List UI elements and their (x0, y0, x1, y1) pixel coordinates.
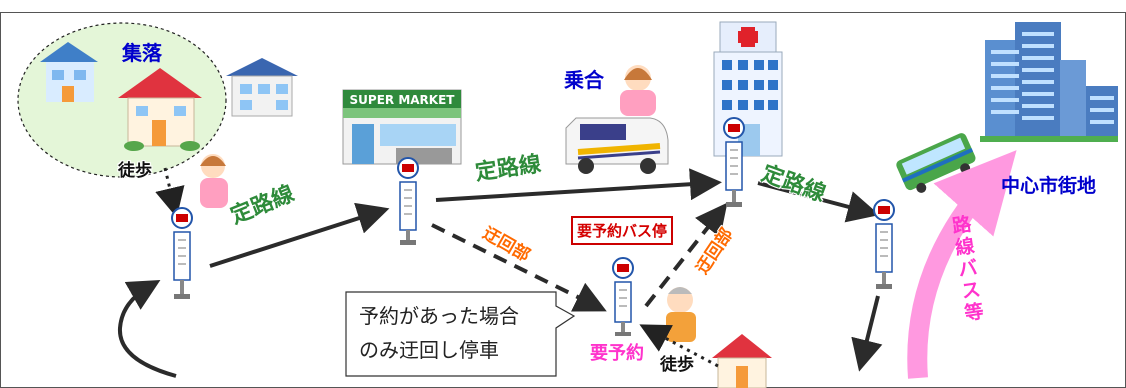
man-illustration (666, 287, 696, 342)
bus-stop-icon (171, 207, 193, 299)
walk-label: 徒歩 (660, 355, 694, 375)
callout-box: 予約があった場合 のみ迂回し停車 (345, 291, 557, 376)
detour-arrow (644, 202, 728, 308)
supermarket-illustration: SUPER MARKET (342, 89, 462, 165)
shared-ride-label: 乗合 (564, 68, 604, 92)
callout-text: 予約があった場合 のみ迂回し停車 (359, 304, 519, 362)
woman-illustration (200, 154, 228, 208)
route-arrow (757, 181, 880, 223)
house-illustration (118, 68, 202, 151)
callout-bubble (345, 291, 576, 377)
house-illustration (226, 58, 298, 117)
house-illustration (40, 42, 98, 102)
house-illustration (712, 334, 772, 388)
woman-illustration (620, 65, 656, 116)
route-bus-char: 等 (963, 300, 986, 325)
reserve-required-label: 要予約 (590, 343, 644, 364)
walk-arrow (639, 324, 719, 368)
van-illustration (565, 117, 669, 174)
reserve-bus-stop-icon (612, 257, 634, 336)
route-arrow (851, 295, 883, 372)
walk-arrow (155, 167, 185, 218)
bus-stop-icon (397, 157, 419, 245)
supermarket-sign: SUPER MARKET (350, 93, 456, 107)
route-bus-arrow (907, 150, 1017, 379)
village-label: 集落 (122, 41, 162, 65)
hospital-illustration (713, 21, 783, 157)
route-arrow (435, 168, 722, 202)
bus-stop-icon (723, 117, 745, 207)
downtown-buildings (980, 22, 1118, 142)
detour-arrow (431, 223, 607, 312)
route-arrow (209, 202, 390, 268)
walk-label: 徒歩 (118, 161, 152, 181)
bus-stop-icon (873, 199, 895, 289)
reserve-stop-label: 要予約バス停 (571, 216, 674, 245)
downtown-label: 中心市街地 (1001, 175, 1097, 197)
return-arrow (117, 280, 177, 378)
